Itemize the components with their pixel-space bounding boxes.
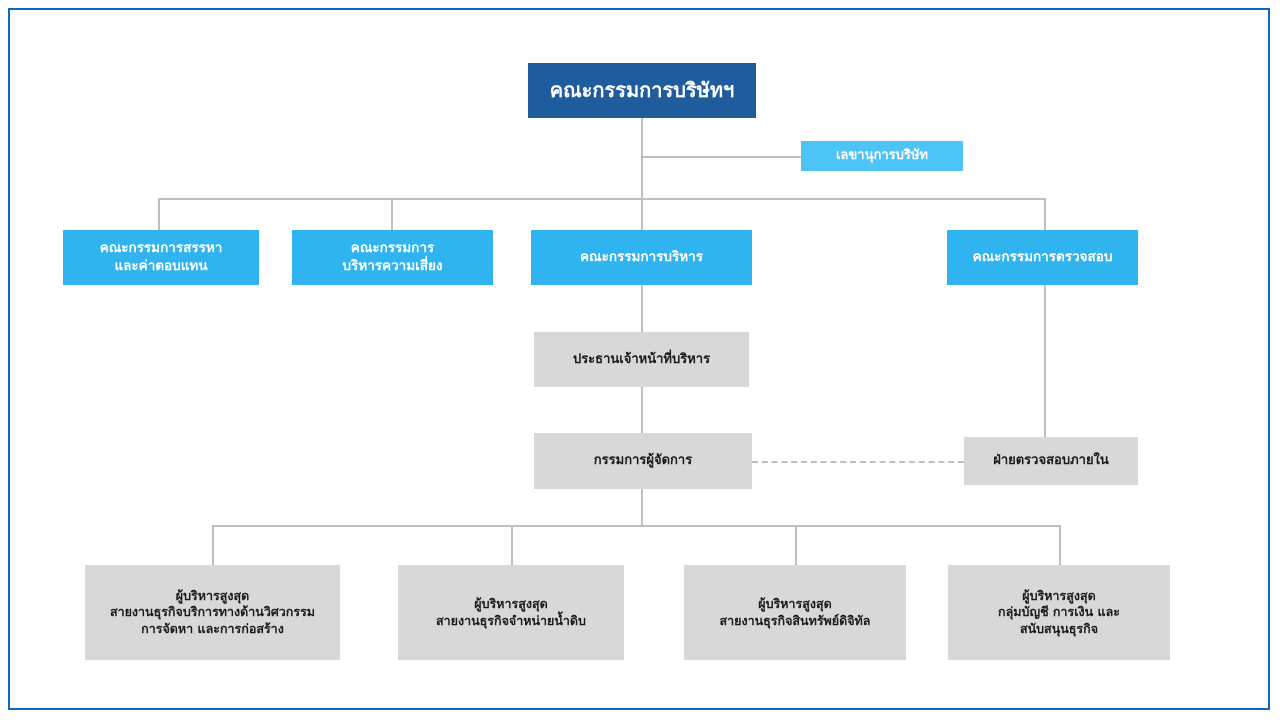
node-risk-management-committee[interactable]: คณะกรรมการ บริหารความเสี่ยง <box>292 230 493 285</box>
node-engineering-line1: ผู้บริหารสูงสุด <box>175 587 250 603</box>
connector-drop-nomination <box>158 198 160 230</box>
connector-md-stem <box>641 489 643 525</box>
node-audit-committee[interactable]: คณะกรรมการตรวจสอบ <box>947 230 1138 285</box>
node-md-label: กรรมการผู้จัดการ <box>593 453 693 469</box>
node-nomination-remuneration-committee[interactable]: คณะกรรมการสรรหา และค่าตอบแทน <box>63 230 259 285</box>
node-nomination-line1: คณะกรรมการสรรหา <box>99 239 223 256</box>
node-division-digital-asset[interactable]: ผู้บริหารสูงสุด สายงานธุรกิจสินทรัพย์ดิจ… <box>684 565 906 660</box>
connector-drop-executive <box>641 198 643 230</box>
connector-board-stem <box>641 118 643 200</box>
node-digital-asset-line1: ผู้บริหารสูงสุด <box>758 596 832 611</box>
node-risk-line2: บริหารความเสี่ยง <box>342 257 443 274</box>
connector-drop-digital-asset <box>795 525 797 565</box>
node-nomination-line2: และค่าตอบแทน <box>114 257 208 274</box>
connector-committee-bus <box>158 198 1046 200</box>
connector-drop-finance <box>1059 525 1061 565</box>
node-raw-water-line1: ผู้บริหารสูงสุด <box>474 596 548 611</box>
connector-drop-engineering <box>212 525 214 565</box>
node-board-label: คณะกรรมการบริษัทฯ <box>549 78 735 103</box>
node-company-secretary[interactable]: เลขานุการบริษัท <box>801 141 963 171</box>
node-engineering-line2: สายงานธุรกิจบริการทางด้านวิศวกรรม <box>109 604 316 620</box>
node-internal-audit-label: ฝ่ายตรวจสอบภายใน <box>993 453 1109 469</box>
connector-audit-to-internal-audit <box>1044 285 1046 437</box>
node-audit-line1: คณะกรรมการตรวจสอบ <box>972 248 1113 265</box>
node-executive-line1: คณะกรรมการบริหาร <box>580 248 703 265</box>
node-finance-line2: กลุ่มบัญชี การเงิน และ <box>998 604 1120 620</box>
connector-md-internal-audit-dashed <box>752 461 964 463</box>
connector-drop-raw-water <box>511 525 513 565</box>
connector-division-bus <box>212 525 1060 527</box>
node-finance-line1: ผู้บริหารสูงสุด <box>1022 587 1096 603</box>
node-division-raw-water[interactable]: ผู้บริหารสูงสุด สายงานธุรกิจจำหน่ายน้ำดิ… <box>398 565 624 660</box>
node-division-finance[interactable]: ผู้บริหารสูงสุด กลุ่มบัญชี การเงิน และ ส… <box>948 565 1170 660</box>
node-risk-line1: คณะกรรมการ <box>350 239 435 256</box>
node-chief-executive-officer[interactable]: ประธานเจ้าหน้าที่บริหาร <box>534 332 749 387</box>
connector-drop-risk <box>391 198 393 230</box>
node-digital-asset-line2: สายงานธุรกิจสินทรัพย์ดิจิทัล <box>719 612 871 628</box>
node-company-secretary-label: เลขานุการบริษัท <box>835 148 928 164</box>
connector-executive-to-ceo <box>641 285 643 332</box>
node-raw-water-line2: สายงานธุรกิจจำหน่ายน้ำดิบ <box>436 612 586 628</box>
node-managing-director[interactable]: กรรมการผู้จัดการ <box>534 433 752 489</box>
node-ceo-label: ประธานเจ้าหน้าที่บริหาร <box>572 351 711 367</box>
node-internal-audit-department[interactable]: ฝ่ายตรวจสอบภายใน <box>964 437 1138 485</box>
node-division-engineering[interactable]: ผู้บริหารสูงสุด สายงานธุรกิจบริการทางด้า… <box>85 565 340 660</box>
connector-board-to-secretary <box>641 156 801 158</box>
connector-drop-audit <box>1044 198 1046 230</box>
connector-ceo-to-md <box>641 387 643 433</box>
node-executive-committee[interactable]: คณะกรรมการบริหาร <box>531 230 752 285</box>
node-board-of-directors[interactable]: คณะกรรมการบริษัทฯ <box>528 63 756 118</box>
node-engineering-line3: การจัดหา และการก่อสร้าง <box>141 620 284 636</box>
node-finance-line3: สนับสนุนธุรกิจ <box>1019 620 1099 636</box>
